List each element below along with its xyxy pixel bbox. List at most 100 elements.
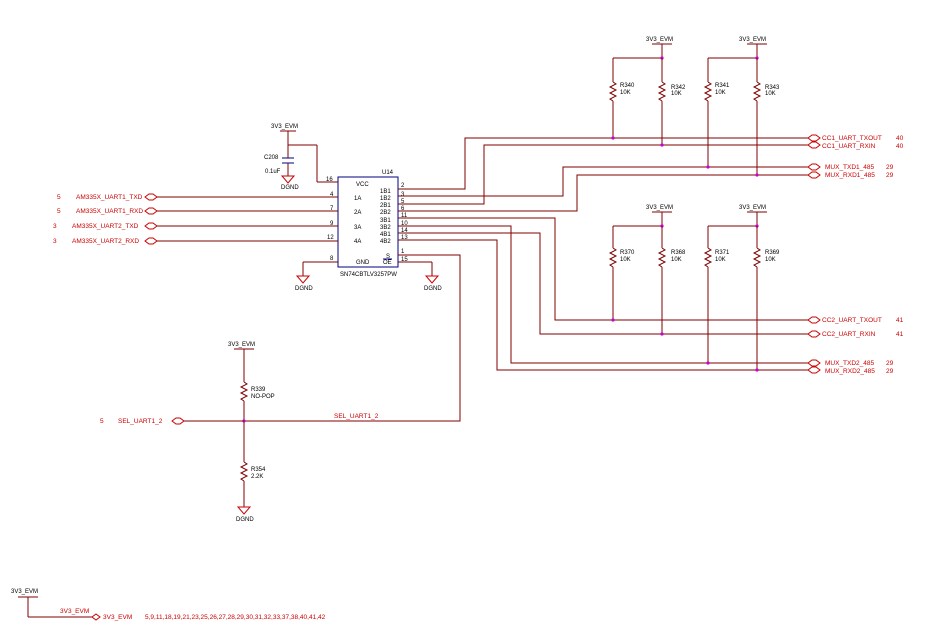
resistor-ref: R339 xyxy=(251,387,266,393)
net-page-ref: 29 xyxy=(886,172,894,179)
pin-num: 1 xyxy=(401,249,405,255)
decoupling-capacitor-c208: 3V3_EVM C208 0.1uF DGND xyxy=(264,124,338,191)
pin-num: 7 xyxy=(330,206,334,212)
pin-num: 4 xyxy=(330,192,334,198)
net-name: MUX_TXD2_485 xyxy=(825,360,875,367)
pin-num: 11 xyxy=(401,213,408,219)
net-page-ref: 40 xyxy=(896,135,904,142)
net-page-ref: 29 xyxy=(886,360,894,367)
resistor-value: 10K xyxy=(765,257,776,263)
pin-name: 2A xyxy=(354,210,361,216)
pin-num: 15 xyxy=(401,257,408,263)
pin-num: 8 xyxy=(330,256,334,262)
net-name: CC2_UART_TXOUT xyxy=(822,317,882,324)
pin-name: 1A xyxy=(354,196,361,202)
pin-name: 3A xyxy=(354,225,361,231)
pin-num: 12 xyxy=(327,235,334,241)
power-label: 3V3_EVM xyxy=(228,342,255,348)
pin-name: 4A xyxy=(354,239,361,245)
net-name: AM335X_UART1_TXD xyxy=(76,194,143,201)
net-name: MUX_RXD2_485 xyxy=(825,368,875,375)
resistor-value: 10K xyxy=(620,90,631,96)
resistor-value: 10K xyxy=(715,257,726,263)
net-page-ref: 5 xyxy=(57,208,61,215)
ground-label: DGND xyxy=(295,286,313,292)
pin-num: 14 xyxy=(401,228,408,234)
net-page-ref: 5 xyxy=(57,194,61,201)
net-name: AM335X_UART1_RXD xyxy=(76,208,143,215)
resistor-value: NO-POP xyxy=(251,394,275,400)
power-reference: 3V3_EVM 3V3_EVM 3V3_EVM 5,9,11,18,19,21,… xyxy=(11,589,326,621)
page-refs: 5,9,11,18,19,21,23,25,26,27,28,29,30,31,… xyxy=(145,614,326,621)
pullup-group-2: 3V3_EVM 3V3_EVM R370 10K R368 10K R371 1… xyxy=(608,205,780,370)
resistor-ref: R369 xyxy=(765,250,780,256)
power-label: 3V3_EVM xyxy=(739,205,766,211)
pin-name: 3B2 xyxy=(380,225,391,231)
pin-num: 9 xyxy=(330,221,334,227)
wire-label: 3V3_EVM xyxy=(60,608,89,615)
chip-s-label: S xyxy=(386,254,390,260)
pin-num: 2 xyxy=(401,183,405,189)
resistor-value: 10K xyxy=(671,257,682,263)
chip-ref: U14 xyxy=(382,170,394,176)
pin-name: 4B1 xyxy=(380,232,391,238)
pin-num: 3 xyxy=(401,192,405,198)
resistor-value: 10K xyxy=(715,90,726,96)
net-name: SEL_UART1_2 xyxy=(118,418,163,425)
mux-chip-u14: U14 SN74CBTLV3257PW VCC GND S OE 16 4 1A… xyxy=(326,170,408,278)
net-name: MUX_RXD1_485 xyxy=(825,172,875,179)
net-name: CC1_UART_TXOUT xyxy=(822,135,882,142)
select-line-resistors: 3V3_EVM R339 NO-POP R354 2.2K DGND 5 SEL… xyxy=(100,342,379,523)
ground-label: DGND xyxy=(424,286,442,292)
resistor-ref: R368 xyxy=(671,250,686,256)
chip-vcc-label: VCC xyxy=(356,182,369,188)
power-label: 3V3_EVM xyxy=(646,205,673,211)
resistor-ref: R342 xyxy=(671,85,686,91)
net-name: CC2_UART_RXIN xyxy=(822,331,876,338)
pin-num: 10 xyxy=(401,221,408,227)
port-name: 3V3_EVM xyxy=(103,614,132,621)
resistor-ref: R371 xyxy=(715,250,730,256)
chip-ground: DGND DGND xyxy=(295,261,442,292)
ground-label: DGND xyxy=(281,185,299,191)
power-label: 3V3_EVM xyxy=(271,124,298,130)
ground-label: DGND xyxy=(236,517,254,523)
net-page-ref: 40 xyxy=(896,143,904,150)
cap-value: 0.1uF xyxy=(265,169,281,175)
net-page-ref: 29 xyxy=(886,164,894,171)
net-page-ref: 5 xyxy=(100,418,104,425)
power-label: 3V3_EVM xyxy=(646,37,673,43)
resistor-value: 10K xyxy=(671,91,682,97)
right-net-ports: CC1_UART_TXOUT 40 CC1_UART_RXIN 40 MUX_T… xyxy=(807,134,904,375)
pin-name: 2B1 xyxy=(380,203,391,209)
power-ref-title: 3V3_EVM xyxy=(11,589,38,595)
net-page-ref: 3 xyxy=(53,238,57,245)
chip-oe-label: OE xyxy=(383,260,392,266)
pin-name: 2B2 xyxy=(380,210,391,216)
resistor-value: 10K xyxy=(620,257,631,263)
pullup-group-1: 3V3_EVM 3V3_EVM R340 10K R342 10K R341 1… xyxy=(608,37,780,175)
resistor-ref: R343 xyxy=(765,85,780,91)
resistor-ref: R340 xyxy=(620,83,635,89)
net-name: AM335X_UART2_TXD xyxy=(72,223,139,230)
pin-num: 13 xyxy=(401,235,408,241)
resistor-value: 2.2K xyxy=(251,474,263,480)
pin-name: 1B2 xyxy=(380,196,391,202)
resistor-ref: R354 xyxy=(251,467,266,473)
net-page-ref: 3 xyxy=(53,223,57,230)
net-page-ref: 41 xyxy=(896,317,904,324)
left-net-ports: 5 AM335X_UART1_TXD 5 AM335X_UART1_RXD 3 … xyxy=(53,193,338,245)
resistor-value: 10K xyxy=(765,91,776,97)
wire-label: SEL_UART1_2 xyxy=(334,413,379,420)
resistor-ref: R341 xyxy=(715,83,730,89)
chip-part-number: SN74CBTLV3257PW xyxy=(340,272,397,278)
net-name: AM335X_UART2_RXD xyxy=(72,238,139,245)
net-page-ref: 41 xyxy=(896,331,904,338)
power-label: 3V3_EVM xyxy=(739,37,766,43)
net-name: CC1_UART_RXIN xyxy=(822,143,876,150)
pin-name: 1B1 xyxy=(380,189,391,195)
pin-num: 6 xyxy=(401,206,405,212)
pin-num: 5 xyxy=(401,199,405,205)
pin-num: 16 xyxy=(326,177,333,183)
